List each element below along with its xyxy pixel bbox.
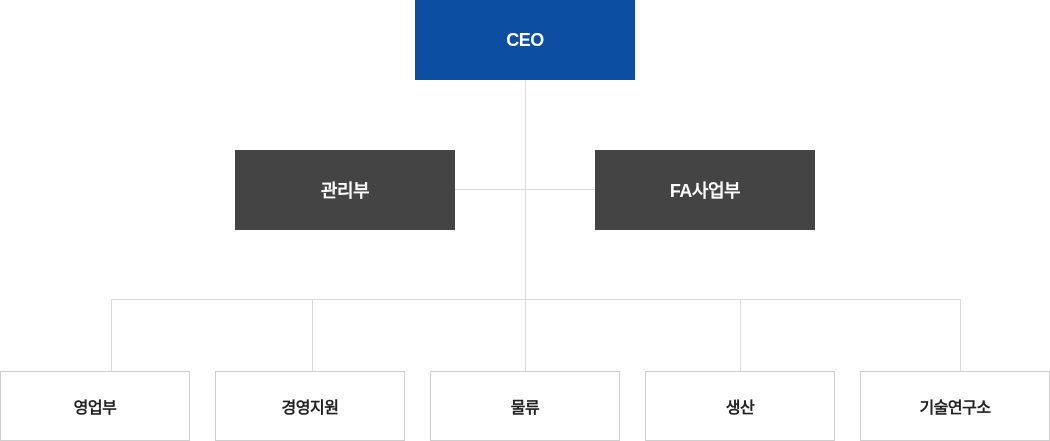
department-box-fa-business: FA사업부 — [595, 150, 815, 230]
team-box-management-support: 경영지원 — [215, 371, 405, 441]
connector-team-4 — [740, 299, 741, 371]
team-box-sales: 영업부 — [0, 371, 190, 441]
connector-team-5 — [960, 299, 961, 371]
team-box-production: 생산 — [645, 371, 835, 441]
team-label-management-support: 경영지원 — [281, 400, 339, 417]
team-label-production: 생산 — [725, 400, 755, 417]
team-label-logistics: 물류 — [510, 400, 540, 417]
connector-departments — [455, 189, 595, 190]
team-label-research-lab: 기술연구소 — [919, 400, 991, 417]
team-box-logistics: 물류 — [430, 371, 620, 441]
team-box-research-lab: 기술연구소 — [860, 371, 1050, 441]
connector-team-2 — [312, 299, 313, 371]
department-label-fa-business: FA사업부 — [669, 181, 741, 201]
connector-team-1 — [111, 299, 112, 371]
department-label-management: 관리부 — [320, 181, 370, 201]
department-box-management: 관리부 — [235, 150, 455, 230]
ceo-box: CEO — [415, 0, 635, 80]
team-label-sales: 영업부 — [73, 400, 117, 417]
connector-team-3 — [525, 299, 526, 371]
connector-ceo-trunk — [525, 80, 526, 300]
ceo-label: CEO — [506, 29, 544, 50]
connector-team-bus — [111, 299, 961, 300]
